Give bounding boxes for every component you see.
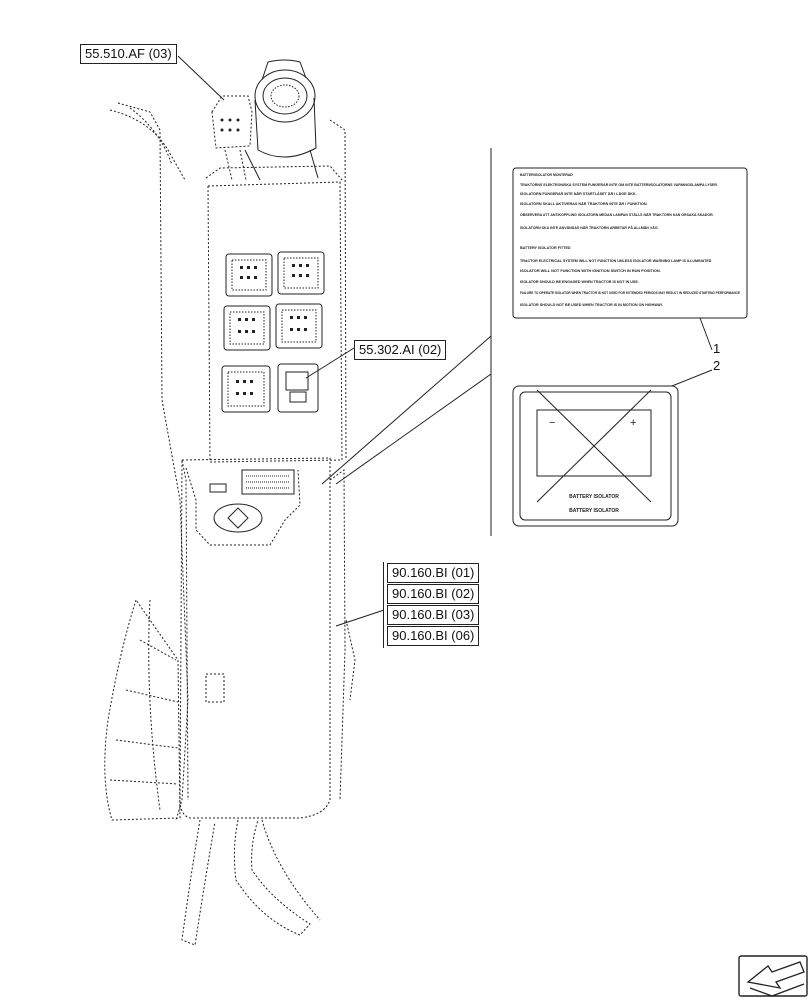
decal1-line: ISOLATORN SKALL AKTIVERAS NÄR TRAKTORN I… xyxy=(520,202,648,206)
leader-group xyxy=(335,609,385,627)
ref-90-160-bi-03[interactable]: 90.160.BI (03) xyxy=(387,605,480,625)
minus-sign: − xyxy=(549,417,555,429)
ref-90-160-bi-01[interactable]: 90.160.BI (01) xyxy=(387,563,480,583)
callout-item-1: 1 xyxy=(713,341,721,356)
projection-line-1 xyxy=(321,335,492,485)
decal1-line: OBSERVERA ATT ANTIKOPPLING ISOLATORN MED… xyxy=(520,213,714,217)
connector-housing xyxy=(205,165,343,463)
small-connector xyxy=(211,95,253,149)
decal1-line: ISOLATOR SHOULD NOT BE USED WHEN TRACTOR… xyxy=(520,303,663,307)
ref-group-bracket xyxy=(383,562,384,648)
decal1-line: ISOLATORN SKA INTE ANVÄNDAS NÄR TRAKTORN… xyxy=(520,225,659,230)
decal-2 xyxy=(512,369,713,527)
decal1-line: FAILURE TO OPERATE ISOLATOR WHEN TRACTOR… xyxy=(520,291,741,295)
ref-90-160-bi-02[interactable]: 90.160.BI (02) xyxy=(387,584,480,604)
leader-top xyxy=(177,55,225,101)
round-connector xyxy=(244,59,319,181)
cable-bundle xyxy=(181,819,321,946)
decal1-line: ISOLATOR SHOULD BE ENGAGED WHEN TRACTOR … xyxy=(520,280,639,284)
decal2-line2: BATTERY ISOLATOR xyxy=(569,508,619,514)
ref-90-160-bi-06[interactable]: 90.160.BI (06) xyxy=(387,626,480,646)
decal2-line1: BATTERY ISOLATOR xyxy=(569,494,619,500)
arrow-back-icon xyxy=(738,955,808,997)
isolator-switch xyxy=(185,467,301,546)
decal1-line: TRACTOR ELECTRICAL SYSTEM WILL NOT FUNCT… xyxy=(520,259,712,263)
fabric-cover xyxy=(104,598,181,821)
ref-55-510-af[interactable]: 55.510.AF (03) xyxy=(80,44,177,64)
decal1-line: BATTERY ISOLATOR FITTED xyxy=(520,246,571,250)
decal1-line: ISOLATOR WILL NOT FUNCTION WITH IGNITION… xyxy=(520,269,661,273)
pillar-body xyxy=(179,457,331,819)
decal-1 xyxy=(512,167,748,351)
cab-trim-panel xyxy=(117,102,189,821)
projection-line-2 xyxy=(335,373,492,485)
ref-55-302-ai[interactable]: 55.302.AI (02) xyxy=(354,340,447,360)
decal1-line: BATTERIISOLATOR MONTERAD xyxy=(520,173,573,177)
leader-mid xyxy=(305,347,355,379)
decal1-line: ISOLATORN FUNGERAR INTE NÄR STARTLÅSET Ä… xyxy=(520,191,637,196)
plus-sign: + xyxy=(630,417,636,429)
decal1-line: TRAKTORNS ELEKTRONISKA SYSTEM FUNGERAR I… xyxy=(520,183,718,187)
callout-item-2: 2 xyxy=(713,358,721,373)
